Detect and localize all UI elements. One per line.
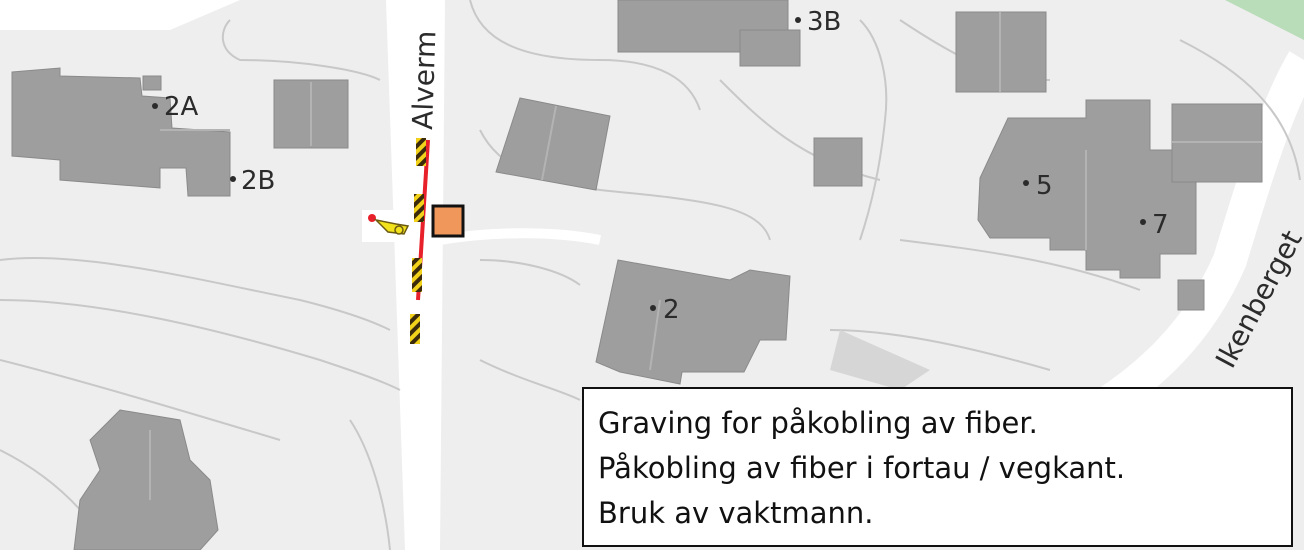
road-ikenberget	[1071, 51, 1304, 435]
house-number: 2A	[164, 92, 199, 122]
house-number: 2B	[241, 166, 275, 196]
house-number: 2	[663, 295, 680, 325]
house-number: 7	[1152, 210, 1169, 240]
barrier-icon	[412, 258, 422, 292]
house-numbers: 2A 2B 3B 5 7 2	[152, 7, 1169, 325]
house-number: 5	[1036, 171, 1053, 201]
building-3b-b	[739, 29, 801, 67]
house-number: 3B	[807, 7, 841, 37]
barrier-icon	[414, 194, 424, 222]
house-dot	[650, 305, 656, 311]
building-small-center	[813, 137, 863, 187]
house-dot	[230, 176, 236, 182]
work-zone	[410, 138, 465, 344]
green-area	[1225, 0, 1304, 40]
legend-box: Graving for påkobling av fiber. Påkoblin…	[582, 387, 1293, 547]
building-2a-annex	[142, 75, 162, 91]
building-2a	[11, 67, 231, 197]
building-center	[495, 97, 611, 191]
barrier-icon	[410, 314, 420, 344]
building-tiny-east	[1177, 279, 1205, 311]
house-dot	[1023, 180, 1029, 186]
building-bottom-right-shape	[830, 330, 930, 390]
roof-lines	[149, 12, 1262, 500]
house-dot	[795, 17, 801, 23]
building-southwest	[73, 409, 219, 550]
legend-line-guard: Bruk av vaktmann.	[598, 496, 874, 530]
legend-line-connection: Påkobling av fiber i fortau / vegkant.	[598, 451, 1126, 485]
connection-point-icon	[431, 204, 465, 238]
legend-line-excavation: Graving for påkobling av fiber.	[598, 406, 1038, 440]
building-2	[595, 259, 791, 385]
blank-area	[0, 0, 240, 30]
house-dot	[152, 103, 158, 109]
house-dot	[1140, 219, 1146, 225]
barrier-icon	[416, 138, 426, 166]
street-label-alverm: Alverm	[406, 30, 442, 130]
guard-icon	[362, 210, 412, 242]
